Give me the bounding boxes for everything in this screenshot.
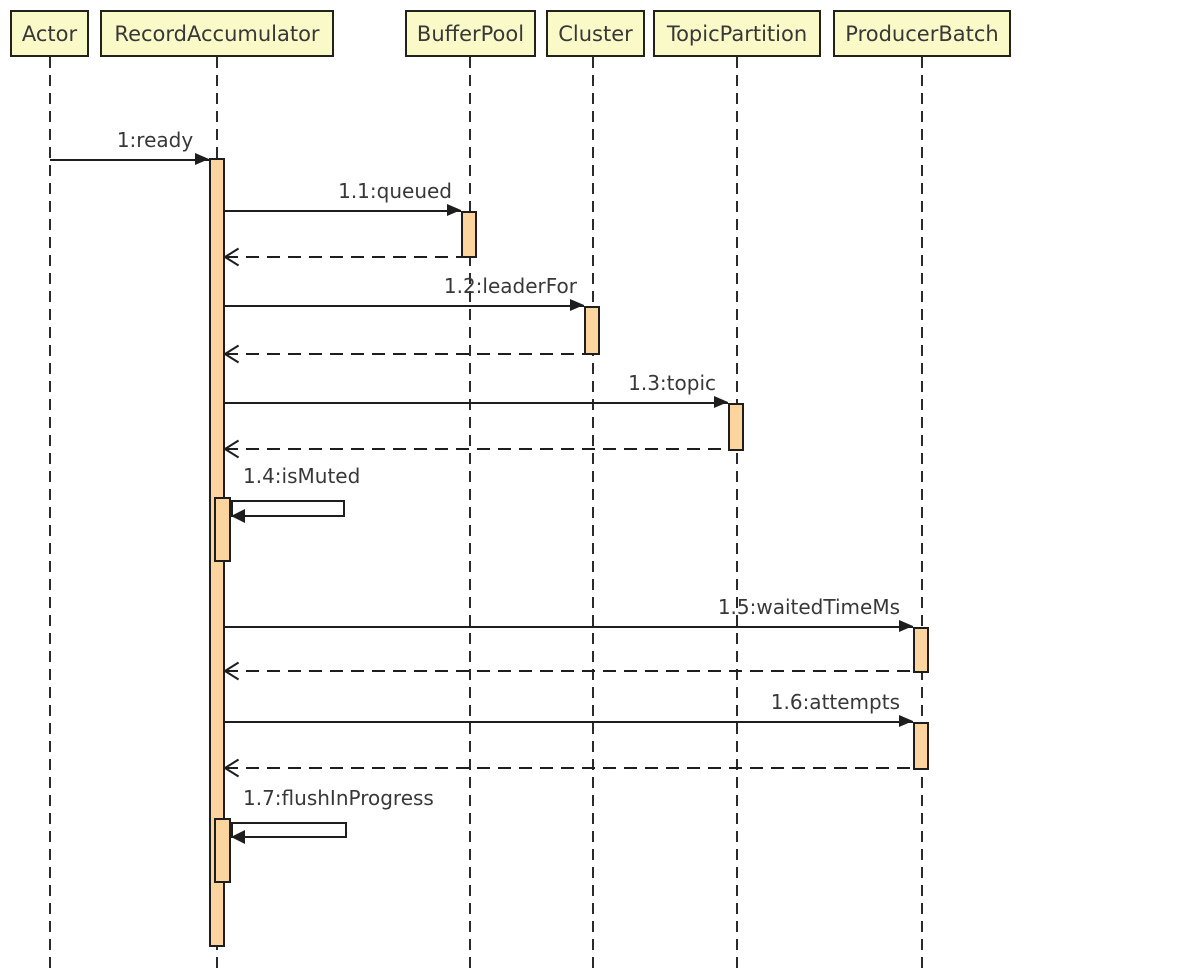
activation-bar-recordaccumulator-nested-flushinprogress xyxy=(214,818,231,883)
message-label-queued: 1.1:queued xyxy=(338,179,452,203)
return-arrow-waitedtimems xyxy=(225,670,913,672)
message-arrow-queued xyxy=(225,204,461,216)
participant-label: TopicPartition xyxy=(666,21,808,46)
participant-label: Actor xyxy=(21,21,78,46)
participant-label: BufferPool xyxy=(416,21,525,46)
activation-bar-bufferpool xyxy=(461,211,477,258)
message-label-waitedtimems: 1.5:waitedTimeMs xyxy=(717,595,900,619)
return-arrow-leaderfor xyxy=(225,353,584,355)
message-label-flushinprogress: 1.7:flushInProgress xyxy=(243,786,434,810)
lifeline-producerbatch xyxy=(921,57,923,968)
activation-bar-cluster xyxy=(584,306,600,355)
return-arrow-topic xyxy=(225,448,728,450)
activation-bar-topicpartition xyxy=(728,403,744,451)
self-call-arrowhead-ismuted xyxy=(231,509,245,523)
participant-label: Cluster xyxy=(558,21,633,46)
participant-box-cluster: Cluster xyxy=(546,10,645,57)
message-arrow-topic xyxy=(225,396,728,408)
participant-label: ProducerBatch xyxy=(845,21,999,46)
message-arrow-waitedtimems xyxy=(225,620,913,632)
message-arrow-attempts xyxy=(225,715,913,727)
participant-label: RecordAccumulator xyxy=(114,21,320,46)
self-call-loop-ismuted xyxy=(231,500,345,517)
participant-box-producerbatch: ProducerBatch xyxy=(833,10,1011,57)
participant-box-topicpartition: TopicPartition xyxy=(653,10,821,57)
message-arrow-leaderfor xyxy=(225,299,584,311)
message-label-leaderfor: 1.2:leaderFor xyxy=(443,274,577,298)
lifeline-cluster xyxy=(592,57,594,968)
return-arrow-attempts xyxy=(225,767,913,769)
message-label-ismuted: 1.4:isMuted xyxy=(243,464,361,488)
activation-bar-recordaccumulator-nested-ismuted xyxy=(214,497,231,562)
message-label-ready: 1:ready xyxy=(116,128,194,152)
message-label-attempts: 1.6:attempts xyxy=(770,690,900,714)
self-call-loop-flushinprogress xyxy=(231,822,347,838)
activation-bar-producerbatch-2 xyxy=(913,722,929,770)
participant-box-actor: Actor xyxy=(10,10,89,57)
message-arrow-ready xyxy=(50,153,209,165)
participant-box-recordaccumulator: RecordAccumulator xyxy=(100,10,334,57)
return-arrow-queued xyxy=(225,256,461,258)
message-label-topic: 1.3:topic xyxy=(628,371,716,395)
self-call-arrowhead-flushinprogress xyxy=(231,830,245,844)
lifeline-topicpartition xyxy=(736,57,738,968)
participant-box-bufferpool: BufferPool xyxy=(405,10,536,57)
lifeline-actor xyxy=(49,57,51,968)
activation-bar-producerbatch-1 xyxy=(913,627,929,673)
lifeline-bufferpool xyxy=(469,57,471,968)
